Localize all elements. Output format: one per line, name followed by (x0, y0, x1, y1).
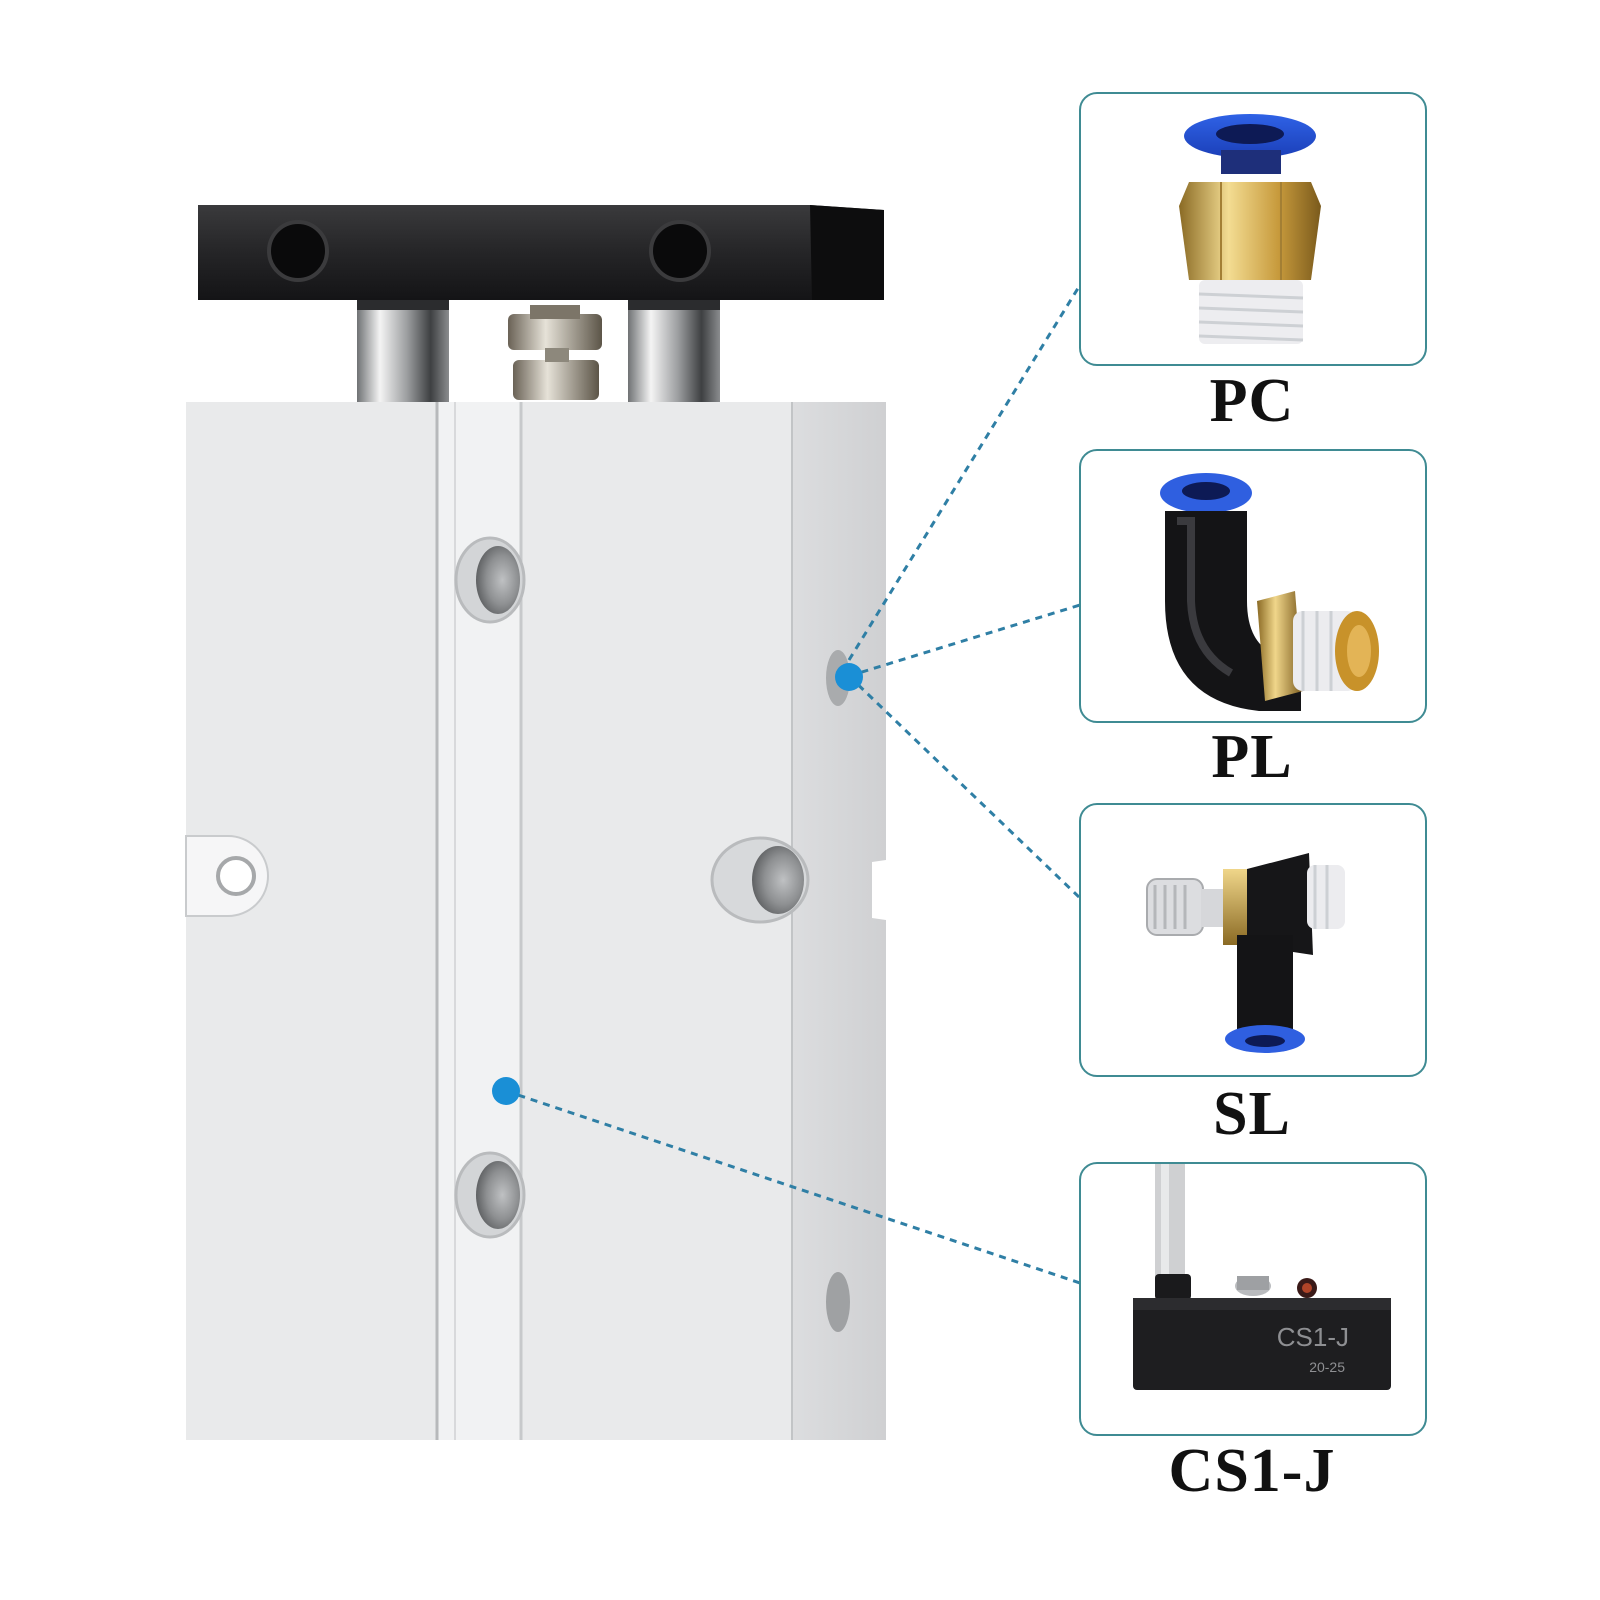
leader-lines (505, 284, 1082, 1285)
cylinder-body (185, 402, 886, 1440)
magnetic-sensor-icon: CS1-J 20-25 (1133, 1164, 1391, 1390)
callout-label-pl: PL (1211, 723, 1293, 791)
port-marker (835, 663, 863, 691)
guide-rods (357, 300, 720, 402)
callout-label-cs1j: CS1-J (1168, 1437, 1336, 1505)
callout-cs1j-box: CS1-J 20-25 (1079, 1162, 1427, 1436)
straight-push-fitting-icon (1179, 114, 1321, 344)
callout-label-pc: PC (1209, 367, 1295, 435)
callout-sl-box (1079, 803, 1427, 1077)
callout-pc-box (1079, 92, 1427, 366)
center-nut (508, 305, 602, 400)
callout-label-sl: SL (1213, 1080, 1291, 1148)
speed-controller-icon (1146, 853, 1345, 1053)
sensor-range-text: 20-25 (1309, 1359, 1345, 1375)
elbow-push-fitting-icon (1160, 473, 1379, 711)
sensor-model-text: CS1-J (1277, 1322, 1349, 1352)
callout-pl-box (1079, 449, 1427, 723)
end-plate (198, 205, 884, 300)
sensor-slot-marker (492, 1077, 520, 1105)
